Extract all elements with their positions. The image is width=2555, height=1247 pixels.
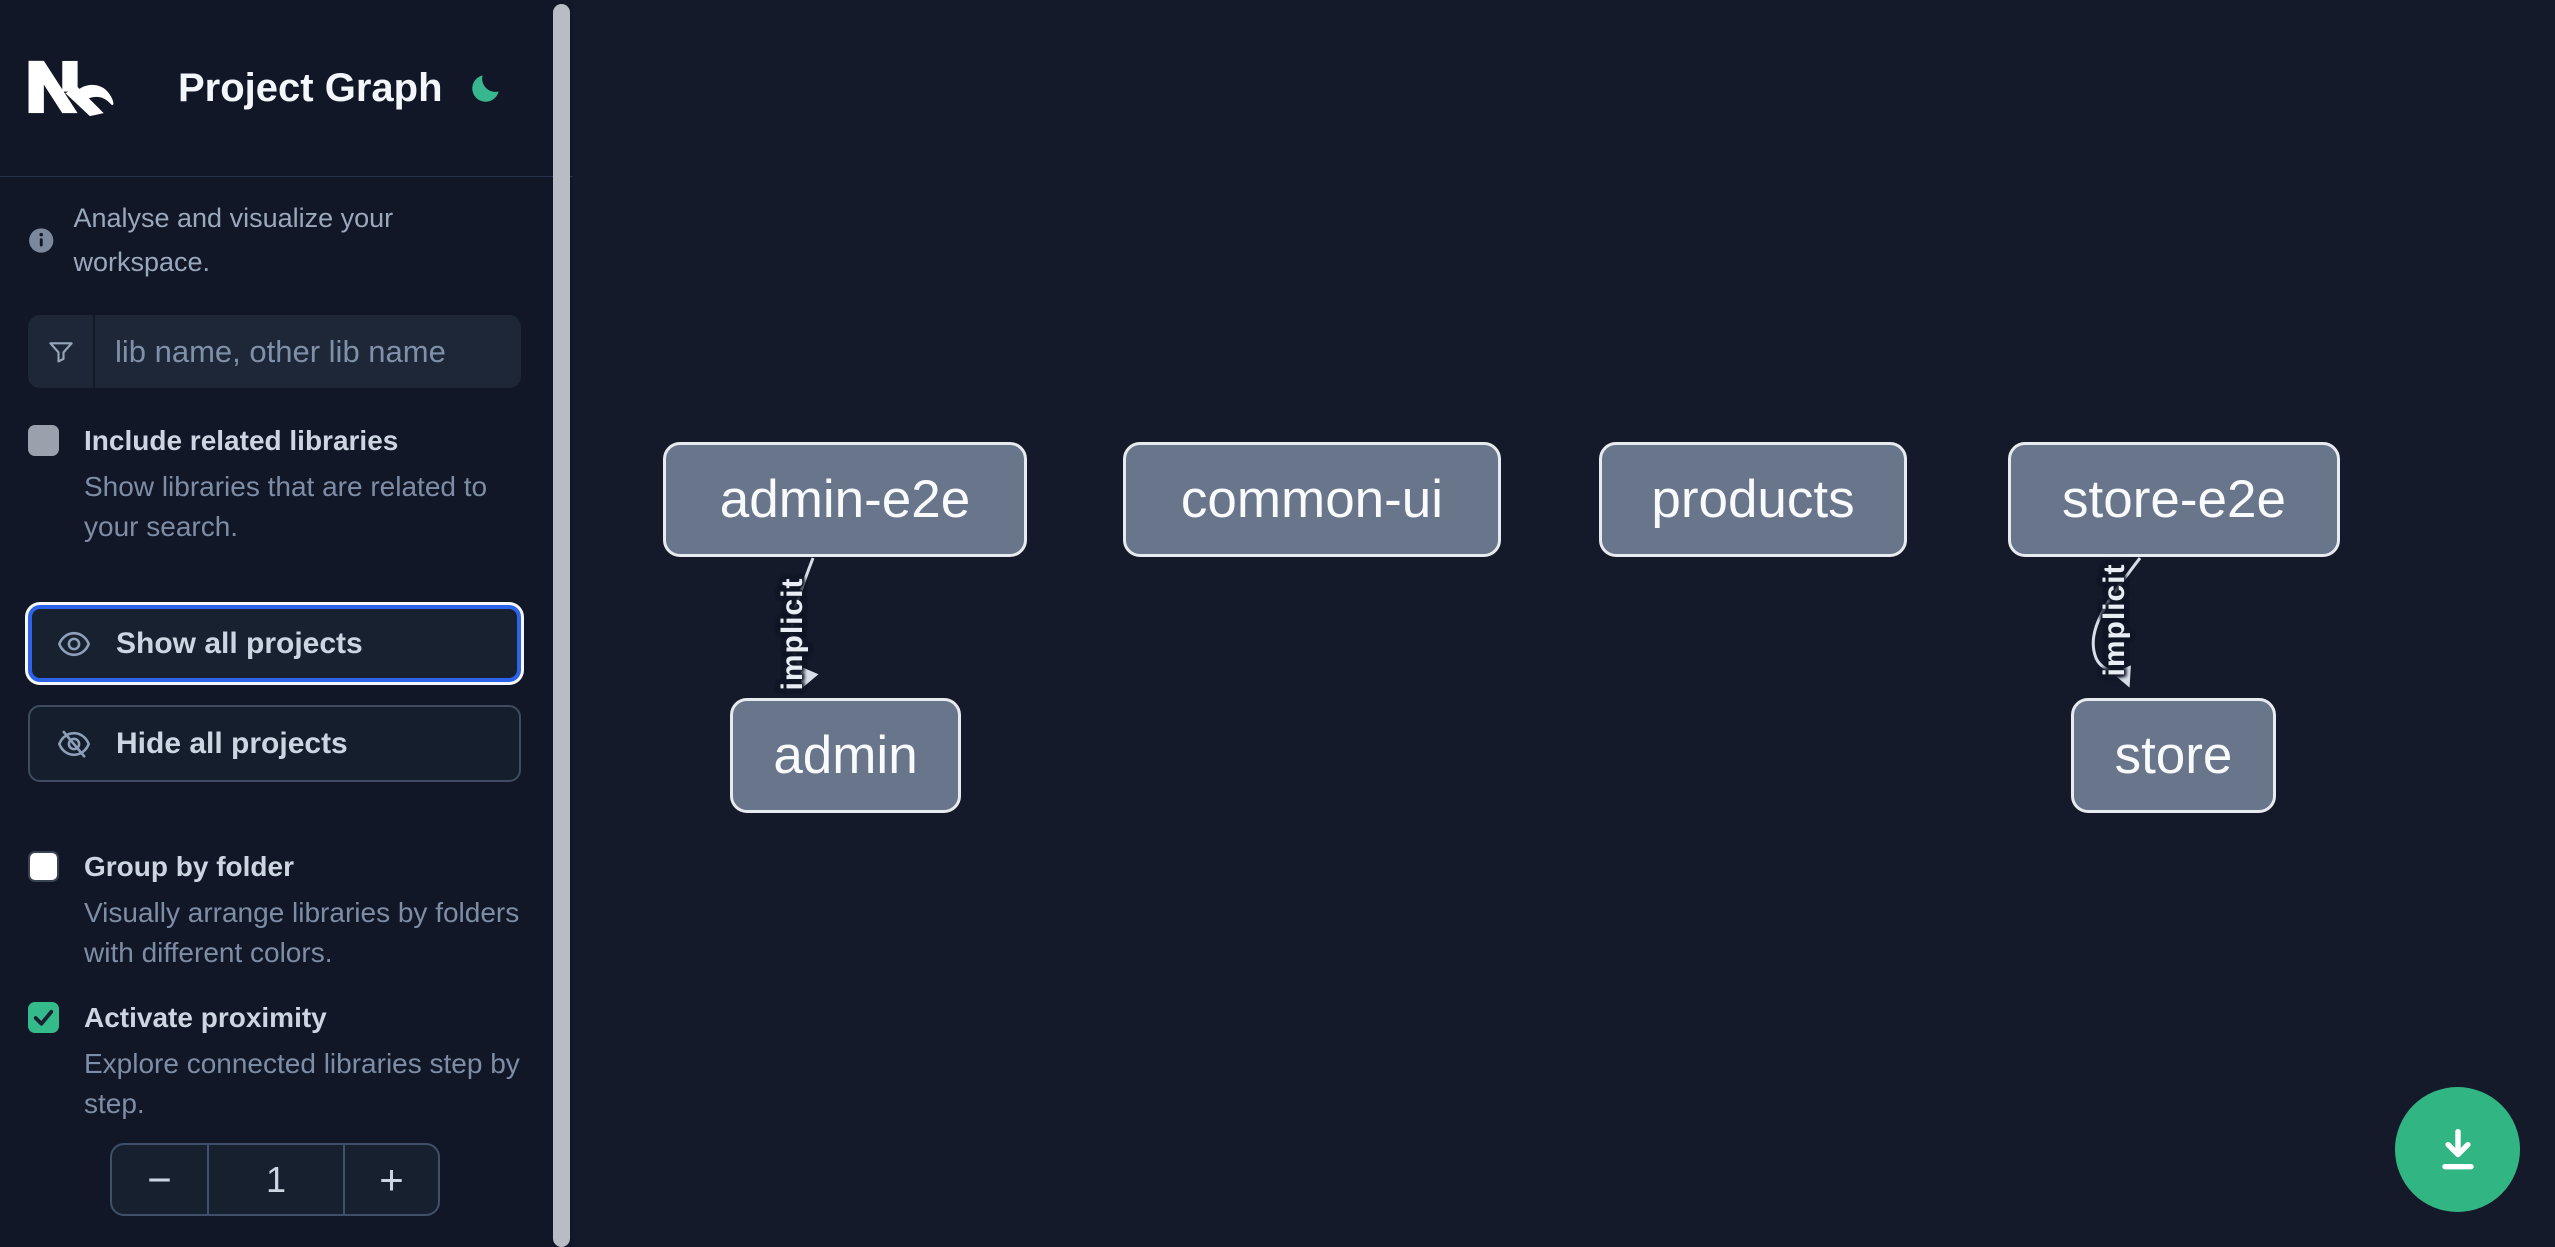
- eye-icon: [57, 631, 91, 656]
- filter-input-group: [28, 315, 521, 388]
- group-by-folder-checkbox[interactable]: [28, 851, 59, 882]
- hide-all-projects-button[interactable]: Hide all projects: [28, 705, 521, 782]
- show-all-projects-button[interactable]: Show all projects: [28, 605, 521, 682]
- nx-logo: [28, 60, 114, 117]
- edge-store-e2e-to-store: [2091, 557, 2142, 688]
- edge-label-implicit: implicit: [2098, 563, 2131, 677]
- option-label: Activate proximity: [84, 1002, 327, 1033]
- graph-node-common-ui[interactable]: common-ui: [1123, 442, 1501, 557]
- option-label: Include related libraries: [84, 425, 399, 456]
- eye-off-icon: [57, 730, 91, 758]
- option-description: Visually arrange libraries by folders wi…: [84, 897, 520, 968]
- proximity-value: 1: [207, 1145, 345, 1214]
- workspace-tagline-row: Analyse and visualize your workspace.: [28, 196, 528, 284]
- info-icon: [29, 227, 54, 253]
- funnel-icon: [28, 315, 95, 388]
- proximity-decrement-button[interactable]: −: [112, 1145, 207, 1214]
- activate-proximity-checkbox[interactable]: [28, 1002, 59, 1033]
- graph-node-products[interactable]: products: [1599, 442, 1907, 557]
- sidebar: Project Graph Analyse and visualize your…: [0, 0, 573, 1247]
- sidebar-header: Project Graph: [0, 0, 573, 177]
- graph-node-admin-e2e[interactable]: admin-e2e: [663, 442, 1027, 557]
- proximity-stepper: − 1 +: [110, 1143, 440, 1216]
- workspace-tagline: Analyse and visualize your workspace.: [73, 203, 394, 277]
- option-label: Group by folder: [84, 851, 294, 882]
- page-title: Project Graph: [178, 66, 443, 110]
- proximity-increment-button[interactable]: +: [345, 1145, 438, 1214]
- edge-lines: [790, 557, 2142, 689]
- option-description: Show libraries that are related to your …: [84, 471, 488, 542]
- theme-toggle-button[interactable]: [464, 66, 508, 110]
- include-related-checkbox[interactable]: [28, 425, 59, 456]
- filter-input[interactable]: [95, 315, 521, 388]
- option-include-related-libraries: Include related libraries Show libraries…: [28, 425, 521, 547]
- download-button[interactable]: [2395, 1087, 2520, 1212]
- show-all-projects-label: Show all projects: [116, 626, 363, 660]
- edge-admin-e2e-to-admin: [790, 557, 819, 689]
- checkmark-icon: [33, 1009, 54, 1026]
- download-icon: [2441, 1128, 2474, 1169]
- option-group-by-folder: Group by folder Visually arrange librari…: [28, 851, 521, 973]
- graph-node-store[interactable]: store: [2071, 698, 2276, 813]
- option-activate-proximity: Activate proximity Explore connected lib…: [28, 1002, 521, 1124]
- graph-node-admin[interactable]: admin: [730, 698, 961, 813]
- edge-label-implicit: implicit: [776, 577, 809, 691]
- hide-all-projects-label: Hide all projects: [116, 726, 348, 760]
- graph-canvas[interactable]: implicit implicit admin-e2e common-ui pr…: [573, 0, 2555, 1247]
- graph-node-store-e2e[interactable]: store-e2e: [2008, 442, 2340, 557]
- moon-icon: [472, 75, 499, 102]
- option-description: Explore connected libraries step by step…: [84, 1048, 520, 1119]
- sidebar-scrollbar[interactable]: [553, 4, 570, 1247]
